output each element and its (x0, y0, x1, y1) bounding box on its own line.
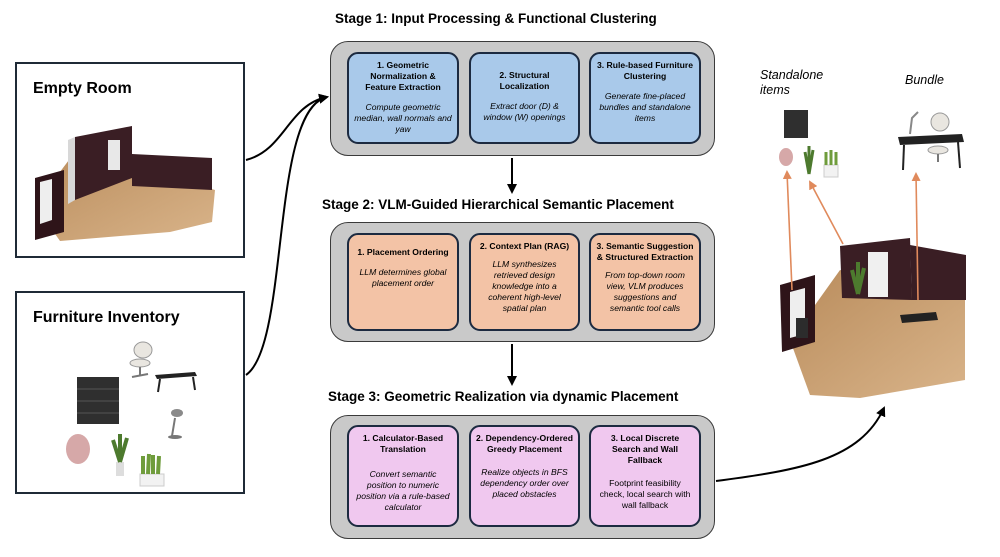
furnished-room-illustration (780, 238, 966, 398)
card-body: Footprint feasibility check, local searc… (599, 478, 691, 510)
card-title: 3. Local Discrete Search and Wall Fallba… (610, 433, 680, 465)
lamp-icon (168, 409, 183, 439)
output-arrow (715, 406, 886, 482)
card-body: From top-down room view, VLM produces su… (605, 270, 685, 313)
stage-2-title: Stage 2: VLM-Guided Hierarchical Semanti… (322, 197, 674, 212)
card-title: 2. Dependency-Ordered Greedy Placement (476, 433, 573, 454)
card-body: Extract door (D) & window (W) openings (483, 101, 566, 122)
vase-icon (66, 434, 90, 464)
stage-3-title: Stage 3: Geometric Realization via dynam… (328, 389, 679, 404)
card-title: 1. Geometric Normalization & Feature Ext… (365, 60, 441, 92)
card-body: Compute geometric median, wall normals a… (354, 102, 452, 134)
stage-1-card-geometric-normalization: 1. Geometric Normalization & Feature Ext… (347, 52, 459, 144)
chair-icon (129, 341, 153, 378)
plant-icon (803, 146, 815, 175)
card-body: LLM determines global placement order (359, 267, 447, 288)
plant-icon (111, 434, 129, 476)
card-body: Generate fine-placed bundles and standal… (599, 91, 691, 123)
card-body: Realize objects in BFS dependency order … (480, 467, 569, 499)
pointer-vase-arrow (782, 170, 793, 291)
card-title: 1. Placement Ordering (357, 247, 449, 257)
pointer-bundle-arrow (911, 172, 921, 301)
card-body: Convert semantic position to numeric pos… (356, 469, 450, 512)
stage-3-card-greedy-placement: 2. Dependency-Ordered Greedy Placement R… (469, 425, 580, 527)
pointer-plant-arrow (809, 180, 844, 245)
bundle-icon (898, 111, 964, 171)
stage-2-card-placement-ordering: 1. Placement Ordering LLM determines glo… (347, 233, 459, 331)
grass-planter-icon (823, 164, 839, 178)
empty-room-title: Empty Room (33, 80, 132, 97)
card-title: 3. Semantic Suggestion & Structured Extr… (596, 241, 694, 262)
card-body: LLM synthesizes retrieved design knowled… (488, 259, 561, 313)
standalone-items-label: Standalone items (760, 68, 824, 97)
bundle-label: Bundle (905, 73, 944, 87)
stage-1-title: Stage 1: Input Processing & Functional C… (335, 11, 657, 26)
empty-room-illustration (35, 126, 215, 241)
card-title: 2. Context Plan (RAG) (479, 241, 570, 251)
standalone-items-icons (779, 110, 839, 178)
stage-2-card-semantic-suggestion: 3. Semantic Suggestion & Structured Extr… (589, 233, 701, 331)
inventory-arrow (245, 93, 329, 376)
stage-3-card-local-search: 3. Local Discrete Search and Wall Fallba… (589, 425, 701, 527)
card-title: 2. Structural Localization (499, 70, 550, 91)
card-title: 1. Calculator-Based Translation (362, 433, 444, 454)
furniture-inventory-title: Furniture Inventory (33, 309, 180, 326)
vase-icon (779, 148, 793, 166)
stage-1-card-structural-localization: 2. Structural Localization Extract door … (469, 52, 580, 144)
empty-room-arrow (245, 93, 329, 161)
grass-planter-icon (139, 453, 165, 487)
furniture-inventory-panel: Furniture Inventory (15, 291, 245, 494)
inventory-illustration (66, 341, 197, 487)
dresser-icon (784, 110, 808, 138)
stage-3-card-calculator-translation: 1. Calculator-Based Translation Convert … (347, 425, 459, 527)
card-title: 3. Rule-based Furniture Clustering (597, 60, 693, 81)
stage-2-card-context-plan: 2. Context Plan (RAG) LLM synthesizes re… (469, 233, 580, 331)
desk-icon (155, 372, 197, 393)
stage-1-card-furniture-clustering: 3. Rule-based Furniture Clustering Gener… (589, 52, 701, 144)
